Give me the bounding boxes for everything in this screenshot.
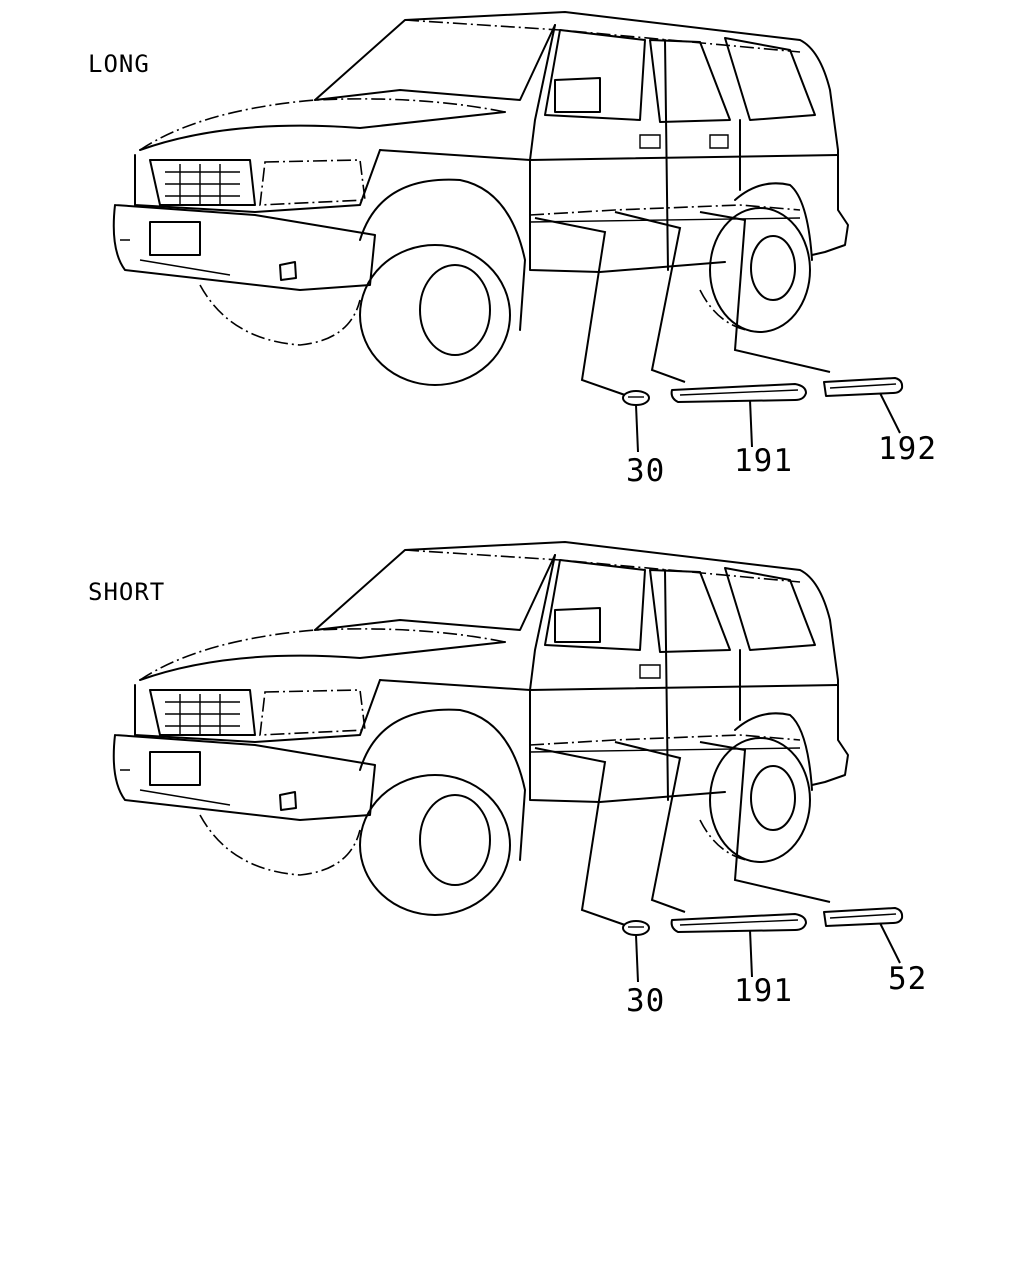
leader-clip [534, 217, 626, 396]
part-front-moulding [670, 383, 807, 448]
vehicle-drawing [112, 541, 849, 916]
vehicle-drawing [112, 11, 849, 386]
leader-rear-moulding [699, 211, 831, 373]
leader-front-moulding [614, 741, 686, 913]
leader-rear-moulding [699, 741, 831, 903]
callout-front-moulding-short: 191 [734, 973, 793, 1009]
leader-front-moulding [614, 211, 686, 383]
callout-clip-long: 30 [626, 453, 666, 489]
vehicle-illustration-long [112, 11, 904, 453]
callout-rear-moulding-short: 52 [888, 961, 928, 997]
part-clip [622, 920, 650, 983]
callout-rear-moulding-long: 192 [878, 431, 937, 467]
part-front-moulding [670, 913, 807, 978]
vehicle-illustration-short [112, 541, 904, 983]
leader-clip [534, 747, 626, 926]
part-clip [622, 390, 650, 453]
part-rear-moulding [823, 907, 904, 964]
part-rear-moulding [823, 377, 904, 434]
variant-label-long: LONG [88, 50, 150, 78]
callout-front-moulding-long: 191 [734, 443, 793, 479]
variant-label-short: SHORT [88, 578, 166, 606]
callout-clip-short: 30 [626, 983, 666, 1019]
